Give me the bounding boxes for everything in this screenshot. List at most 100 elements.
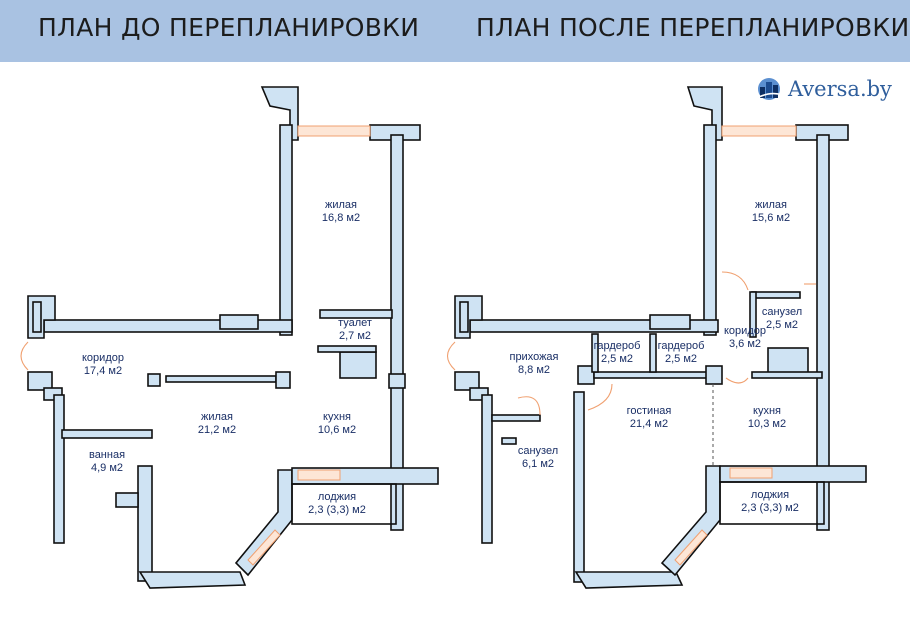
room-area: 21,4 м2 xyxy=(630,418,668,430)
room-area: 2,7 м2 xyxy=(339,330,371,342)
room-name: кухня xyxy=(323,411,351,423)
wall-east-after xyxy=(816,134,830,531)
wall-wardrobes-south xyxy=(593,371,715,379)
room-area: 8,8 м2 xyxy=(518,364,550,376)
shaft-kitchen xyxy=(339,351,377,379)
wall-bath-east-after xyxy=(573,391,585,583)
door-entrance-before xyxy=(20,341,29,371)
room-name: жилая xyxy=(755,199,787,211)
wall-west-lower xyxy=(27,371,53,391)
window-bay-after xyxy=(674,529,708,566)
plan-after xyxy=(446,86,867,589)
plan-before xyxy=(20,86,439,589)
wall-bedroom-west xyxy=(279,124,293,336)
room-area: 17,4 м2 xyxy=(84,365,122,377)
room-name: гостиная xyxy=(627,405,672,417)
wall-south-after xyxy=(574,571,684,589)
building-logo-icon xyxy=(756,78,784,100)
door-kitchen-after xyxy=(725,377,749,384)
room-area: 10,6 м2 xyxy=(318,424,356,436)
loggia-outline-after xyxy=(719,481,825,525)
room-name: коридор xyxy=(724,325,766,337)
room-area: 2,5 м2 xyxy=(665,353,697,365)
wall-bath-west-after xyxy=(481,394,493,544)
window-loggia xyxy=(297,469,341,481)
wall-wc-west xyxy=(749,291,757,338)
title-before: ПЛАН ДО ПЕРЕПЛАНИРОВКИ xyxy=(38,13,420,42)
wall-living-north xyxy=(165,375,277,383)
room-name: гардероб xyxy=(658,340,705,352)
window-bedroom-north-after xyxy=(721,125,797,137)
pillar-kitchen xyxy=(388,373,406,389)
wall-west-pillar xyxy=(32,301,42,333)
loggia-outline xyxy=(291,483,397,525)
room-area: 21,2 м2 xyxy=(198,424,236,436)
door-living-after xyxy=(587,383,613,411)
room-area: 3,6 м2 xyxy=(729,338,761,350)
pillar-living-east xyxy=(275,371,291,389)
wall-bath-north-after xyxy=(491,414,541,422)
bath-fixture-after xyxy=(501,437,517,445)
wall-south xyxy=(138,571,247,589)
room-name: санузел xyxy=(762,306,802,318)
room-name: жилая xyxy=(325,199,357,211)
pillar-living xyxy=(147,373,161,387)
wall-bay xyxy=(234,469,293,577)
room-name: гардероб xyxy=(594,340,641,352)
wall-toilet-north xyxy=(319,309,393,319)
wall-north-niche xyxy=(219,314,259,330)
wall-corridor-south xyxy=(751,371,823,379)
door-entrance-after xyxy=(446,341,456,371)
room-name: санузел xyxy=(518,445,558,457)
wall-bay-after xyxy=(660,465,721,577)
window-bay xyxy=(247,529,281,566)
room-name: лоджия xyxy=(751,489,789,501)
window-loggia-after xyxy=(729,467,773,479)
door-bath-after xyxy=(517,396,541,416)
room-name: ванная xyxy=(89,449,125,461)
aversa-logo[interactable]: Aversa.by xyxy=(755,76,892,102)
room-area: 2,3 (3,3) м2 xyxy=(308,504,366,516)
room-name: прихожая xyxy=(509,351,558,363)
room-name: коридор xyxy=(82,352,124,364)
room-area: 2,3 (3,3) м2 xyxy=(741,502,799,514)
title-after: ПЛАН ПОСЛЕ ПЕРЕПЛАНИРОВКИ xyxy=(476,13,910,42)
header-banner: ПЛАН ДО ПЕРЕПЛАНИРОВКИ ПЛАН ПОСЛЕ ПЕРЕПЛ… xyxy=(0,0,910,62)
wall-west-lower-after xyxy=(454,371,480,391)
logo-text: Aversa.by xyxy=(788,77,892,101)
window-bedroom-north xyxy=(297,125,371,137)
wall-east xyxy=(390,134,404,531)
wall-wardrobe-divider xyxy=(649,333,657,373)
wall-toilet-south xyxy=(317,345,377,353)
room-name: туалет xyxy=(338,317,372,329)
wall-bath-shaft xyxy=(115,492,139,508)
door-bedroom-after xyxy=(721,271,749,291)
shaft-kitchen-after xyxy=(767,347,809,375)
room-area: 2,5 м2 xyxy=(766,319,798,331)
room-area: 10,3 м2 xyxy=(748,418,786,430)
wall-wardrobe-1-west xyxy=(591,333,599,373)
wall-north-niche-after xyxy=(649,314,691,330)
wall-bath-north xyxy=(61,429,153,439)
room-area: 2,5 м2 xyxy=(601,353,633,365)
wall-west-pillar-after xyxy=(459,301,469,333)
room-area: 6,1 м2 xyxy=(522,458,554,470)
wall-bedroom-west-after xyxy=(703,124,717,336)
